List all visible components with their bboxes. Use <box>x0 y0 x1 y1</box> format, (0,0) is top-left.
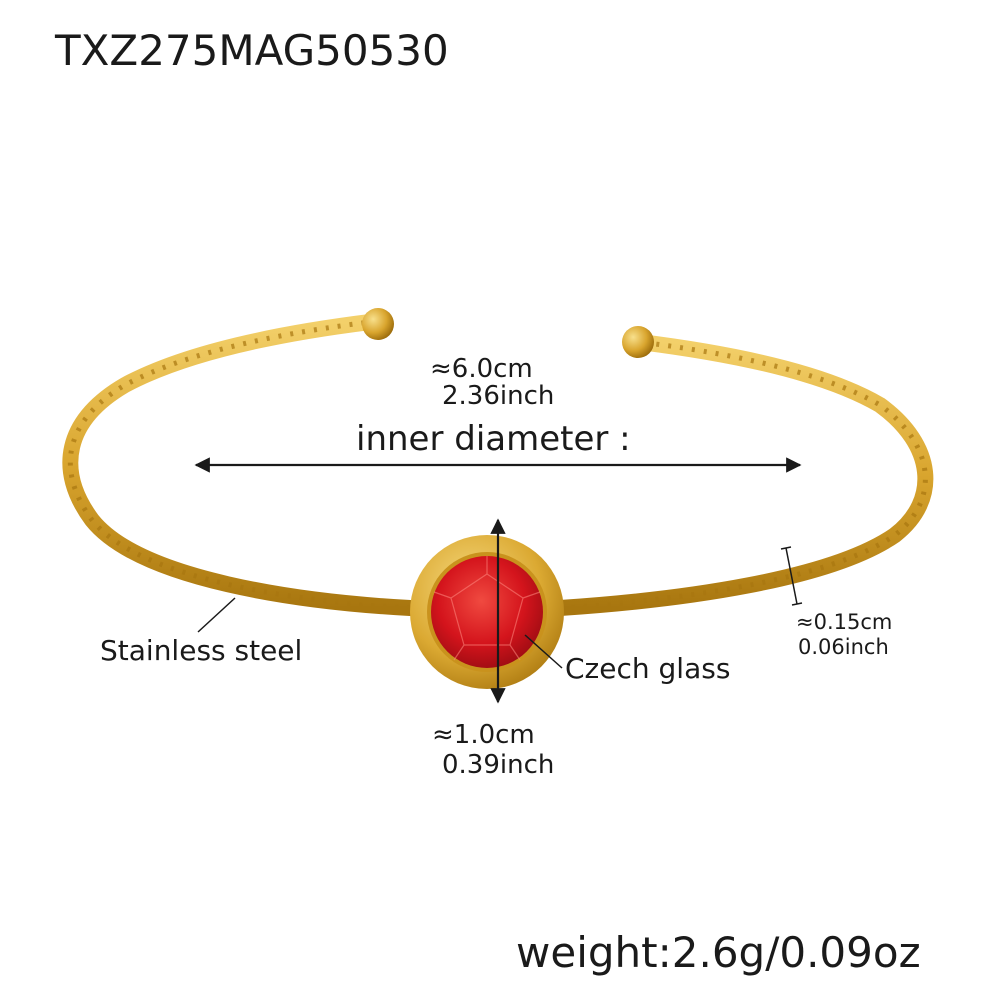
product-sku: TXZ275MAG50530 <box>55 26 449 75</box>
inner-diameter-inch: 2.36inch <box>442 381 555 411</box>
thickness-bracket <box>780 546 803 606</box>
material-band-label: Stainless steel <box>100 634 303 667</box>
stone-size-inch: 0.39inch <box>442 750 555 780</box>
inner-diameter-label: inner diameter : <box>356 419 631 459</box>
stone-size-cm: ≈1.0cm <box>432 720 535 750</box>
wire-thickness-inch: 0.06inch <box>798 635 889 659</box>
wire-thickness-cm: ≈0.15cm <box>796 610 893 634</box>
stone-facets <box>433 556 541 661</box>
product-weight: weight:2.6g/0.09oz <box>516 928 921 977</box>
bracelet-band-right-texture <box>559 339 928 611</box>
bracelet-end-ball-left <box>362 308 394 340</box>
bracelet-band-left-texture <box>67 319 411 611</box>
material-stone-label: Czech glass <box>565 652 731 685</box>
stainless-steel-leader <box>197 597 236 633</box>
czech-glass-stone <box>431 556 543 668</box>
czech-glass-leader <box>524 634 563 669</box>
inner-diameter-cm: ≈6.0cm <box>430 354 533 384</box>
bracelet-end-ball-right <box>622 326 654 358</box>
bracelet-band-right <box>552 334 934 616</box>
